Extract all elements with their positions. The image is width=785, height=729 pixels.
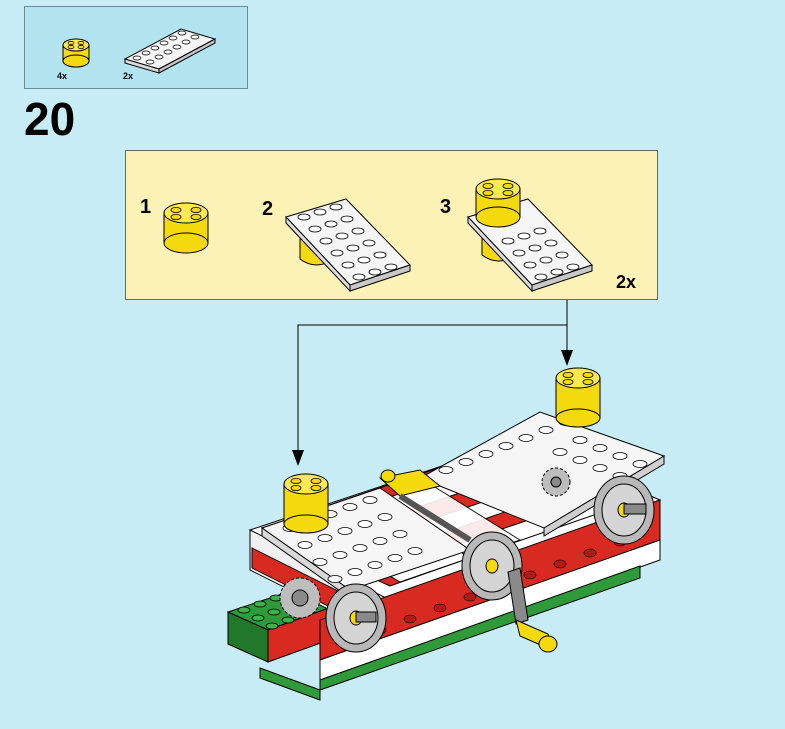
placed-yellow-brick-right — [556, 368, 600, 427]
gear-icon — [280, 578, 320, 618]
gear-icon — [542, 468, 570, 496]
wheel-icon — [594, 476, 654, 544]
wheel-icon — [326, 584, 386, 652]
placed-yellow-brick-left — [284, 474, 328, 533]
